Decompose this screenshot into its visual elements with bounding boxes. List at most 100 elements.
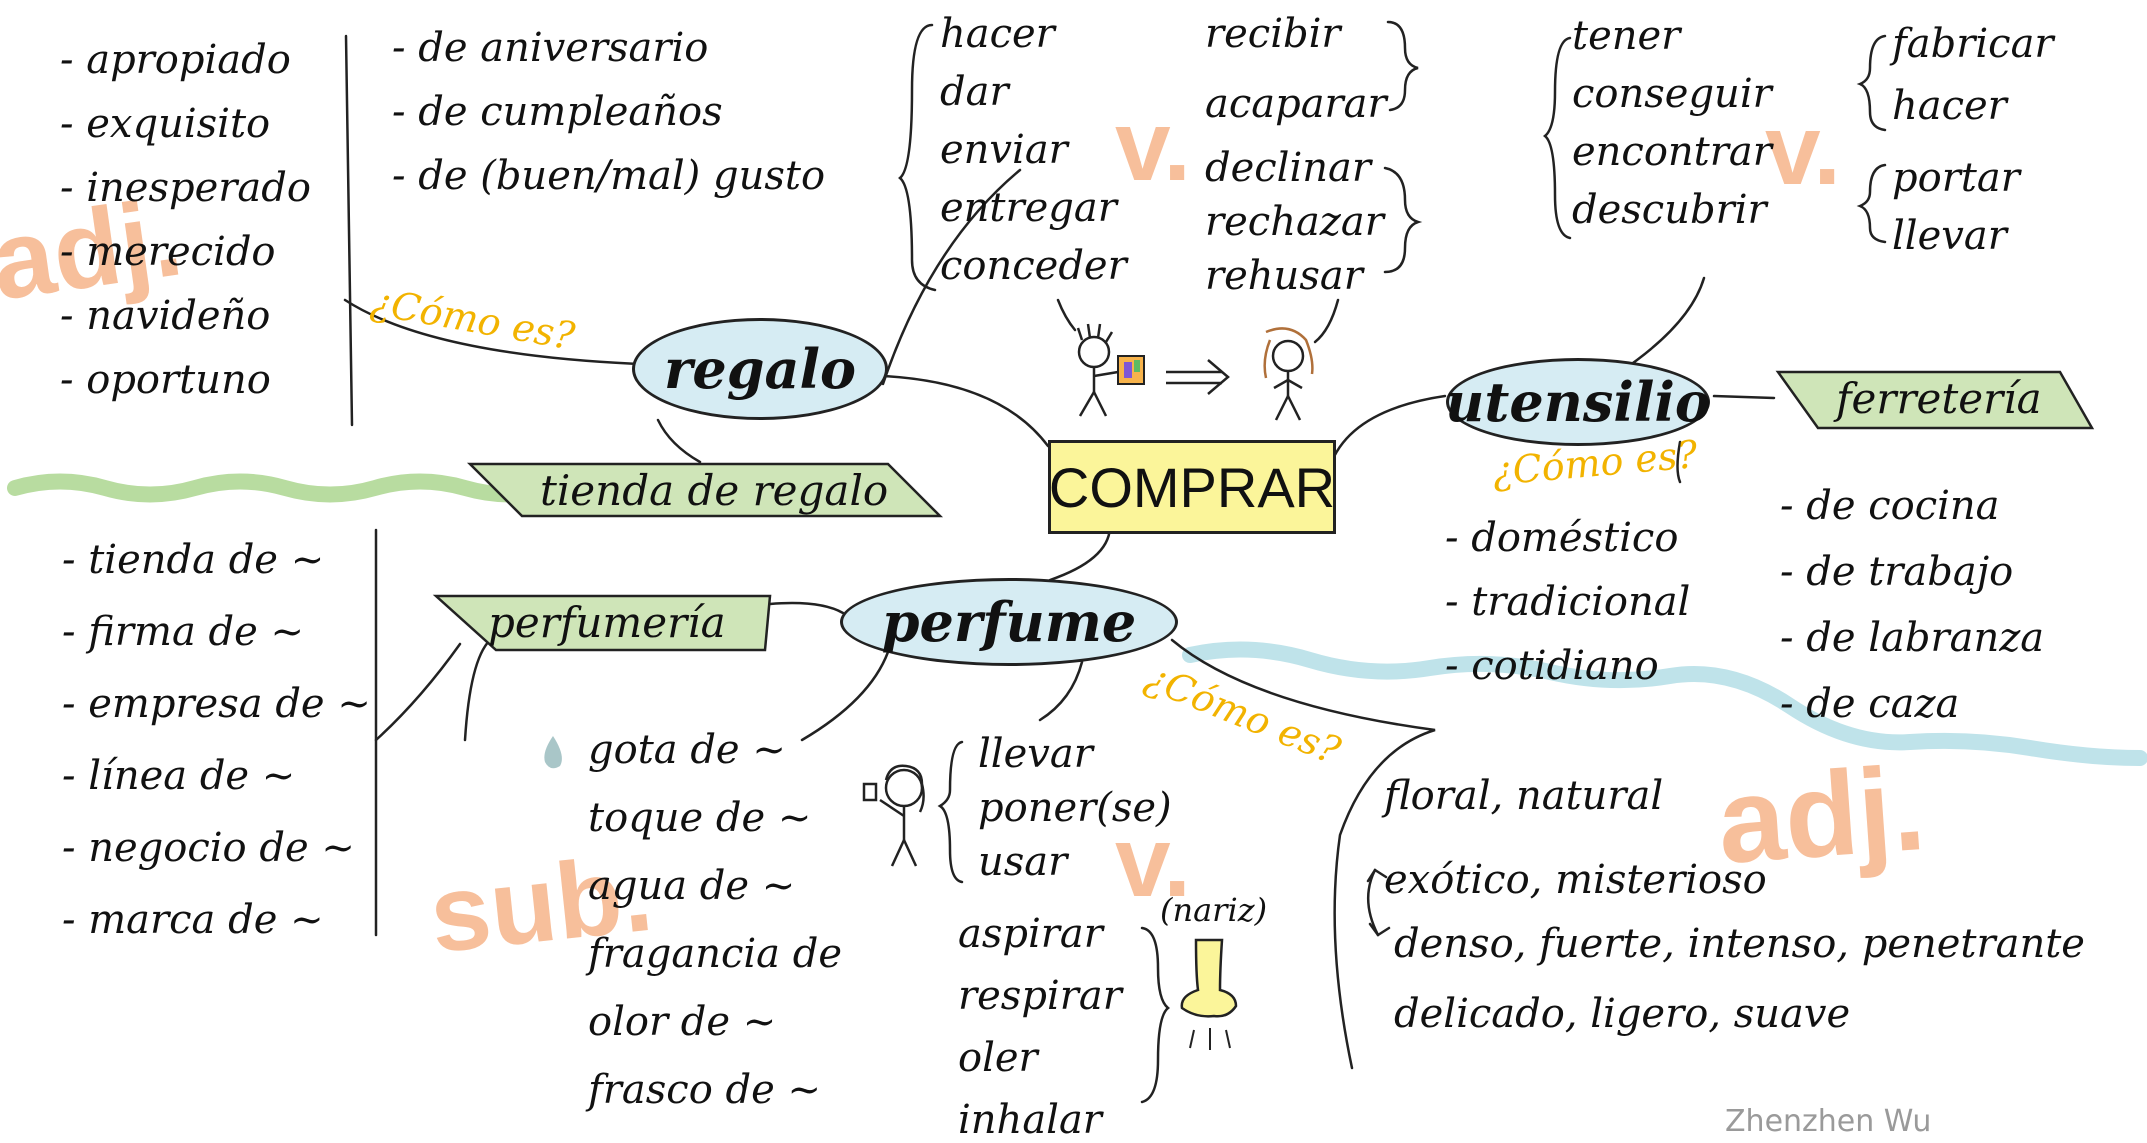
list-item: - de labranza: [1780, 615, 2045, 661]
list-item: aspirar: [958, 911, 1103, 957]
perfume-adj-line-1: floral, natural: [1384, 773, 1664, 819]
drop-icon: [544, 736, 562, 769]
label-box-perfumeria: [432, 594, 772, 652]
list-item: - de cumpleaños: [392, 89, 723, 135]
list-utensilio-verbs-b: fabricar hacer: [1892, 24, 2054, 126]
list-item: frasco de ~: [588, 1067, 822, 1113]
list-item: - de aniversario: [392, 25, 709, 71]
list-item: tener: [1572, 13, 1681, 59]
list-regalo-verbs-receive-b: declinar rechazar rehusar: [1205, 148, 1384, 296]
list-item: fragancia de: [588, 931, 843, 977]
list-item: - cotidiano: [1445, 643, 1659, 689]
list-item: hacer: [940, 11, 1055, 57]
list-item: - oportuno: [60, 357, 271, 403]
list-item: olor de ~: [588, 999, 777, 1045]
giver-figure: [1076, 323, 1119, 417]
list-item: - línea de ~: [62, 753, 296, 799]
list-item: inhalar: [958, 1097, 1102, 1143]
node-perfume: perfume: [840, 578, 1178, 666]
center-node-comprar: COMPRAR: [1048, 440, 1336, 534]
node-regalo-label: regalo: [663, 337, 857, 401]
list-utensilio-verbs-c: portar llevar: [1892, 158, 2020, 256]
list-item: fabricar: [1892, 21, 2054, 67]
blue-wave: [1182, 641, 2147, 766]
label-ferreteria: ferretería: [1836, 374, 2042, 423]
list-regalo-verbs-give: hacer dar enviar entregar conceder: [940, 14, 1127, 286]
list-item: encontrar: [1572, 129, 1772, 175]
list-item: poner(se): [978, 785, 1172, 831]
brace-utensil-a: [1543, 36, 1572, 240]
list-item: - doméstico: [1445, 515, 1679, 561]
list-item: rechazar: [1205, 199, 1384, 245]
list-item: hacer: [1892, 83, 2007, 129]
list-item: rehusar: [1205, 253, 1363, 299]
list-utensilio-verbs-a: tener conseguir encontrar descubrir: [1572, 16, 1772, 230]
list-perfume-company: - tienda de ~ - firma de ~ - empresa de …: [62, 540, 371, 940]
perfume-adj-line-4: delicado, ligero, suave: [1394, 991, 1851, 1037]
list-utensilio-de: - de cocina - de trabajo - de labranza -…: [1780, 486, 2044, 724]
list-item: conseguir: [1572, 71, 1772, 117]
list-item: descubrir: [1572, 187, 1767, 233]
brace-utensil-c: [1856, 163, 1887, 244]
brace-receive-b: [1383, 166, 1423, 274]
list-item: declinar: [1205, 145, 1371, 191]
receiver-figure: [1263, 327, 1314, 421]
list-item: respirar: [958, 973, 1122, 1019]
brace-utensil-b: [1856, 34, 1887, 132]
brace-receive-a: [1386, 20, 1419, 112]
arrow-icon: [1166, 359, 1230, 395]
list-item: - de (buen/mal) gusto: [392, 153, 826, 199]
node-utensilio: utensilio: [1445, 358, 1711, 446]
list-item: - de cocina: [1780, 483, 2000, 529]
list-item: portar: [1892, 155, 2020, 201]
label-tienda-de-regalo: tienda de regalo: [540, 466, 889, 515]
list-item: - tienda de ~: [62, 537, 325, 583]
gift-icon: [1117, 355, 1145, 385]
list-regalo-de: - de aniversario - de cumpleaños - de (b…: [392, 28, 825, 196]
label-perfumeria: perfumería: [488, 598, 726, 647]
brace-give: [898, 23, 937, 292]
list-item: toque de ~: [588, 795, 812, 841]
nose-label: (nariz): [1160, 891, 1268, 929]
list-item: - navideño: [60, 293, 271, 339]
list-item: - firma de ~: [62, 609, 305, 655]
perfume-adj-line-3: denso, fuerte, intenso, penetrante: [1394, 921, 2085, 967]
list-item: gota de ~: [588, 727, 786, 773]
perfume-person: [862, 764, 925, 867]
label-box-tienda: [466, 462, 944, 518]
list-item: entregar: [940, 185, 1117, 231]
perfume-adj-line-2: exótico, misterioso: [1384, 857, 1767, 903]
list-item: - merecido: [60, 229, 276, 275]
list-item: usar: [978, 839, 1068, 885]
list-item: - de trabajo: [1780, 549, 2014, 595]
list-item: enviar: [940, 127, 1068, 173]
brace-wear: [937, 740, 964, 884]
highlight-v-perfume: v.: [1115, 806, 1191, 918]
node-perfume-label: perfume: [881, 590, 1137, 654]
list-item: llevar: [1892, 213, 2007, 259]
list-item: recibir: [1205, 11, 1341, 57]
list-item: - inesperado: [60, 165, 311, 211]
nose-icon: [1180, 938, 1238, 1050]
list-item: - negocio de ~: [62, 825, 355, 871]
list-item: - marca de ~: [62, 897, 324, 943]
list-item: oler: [958, 1035, 1038, 1081]
node-utensilio-label: utensilio: [1445, 370, 1711, 434]
list-item: - empresa de ~: [62, 681, 371, 727]
list-item: - tradicional: [1445, 579, 1691, 625]
list-utensilio-adjectives: - doméstico - tradicional - cotidiano: [1445, 518, 1690, 686]
list-item: - apropiado: [60, 37, 291, 83]
list-item: - de caza: [1780, 681, 1960, 727]
label-box-ferreteria: [1775, 370, 2095, 430]
highlight-v-regalo: v.: [1115, 90, 1191, 202]
list-regalo-verbs-receive-a: recibir acaparar: [1205, 14, 1387, 124]
green-wave: [7, 473, 563, 503]
brace-smell: [1140, 926, 1170, 1104]
list-item: agua de ~: [588, 863, 796, 909]
list-perfume-verbs-smell: aspirar respirar oler inhalar: [958, 914, 1122, 1140]
list-regalo-adjectives: - apropiado - exquisito - inesperado - m…: [60, 40, 311, 400]
author-credit: Zhenzhen Wu: [1725, 1104, 1932, 1139]
list-perfume-nouns: gota de ~ toque de ~ agua de ~ fragancia…: [588, 730, 842, 1110]
list-item: - exquisito: [60, 101, 271, 147]
